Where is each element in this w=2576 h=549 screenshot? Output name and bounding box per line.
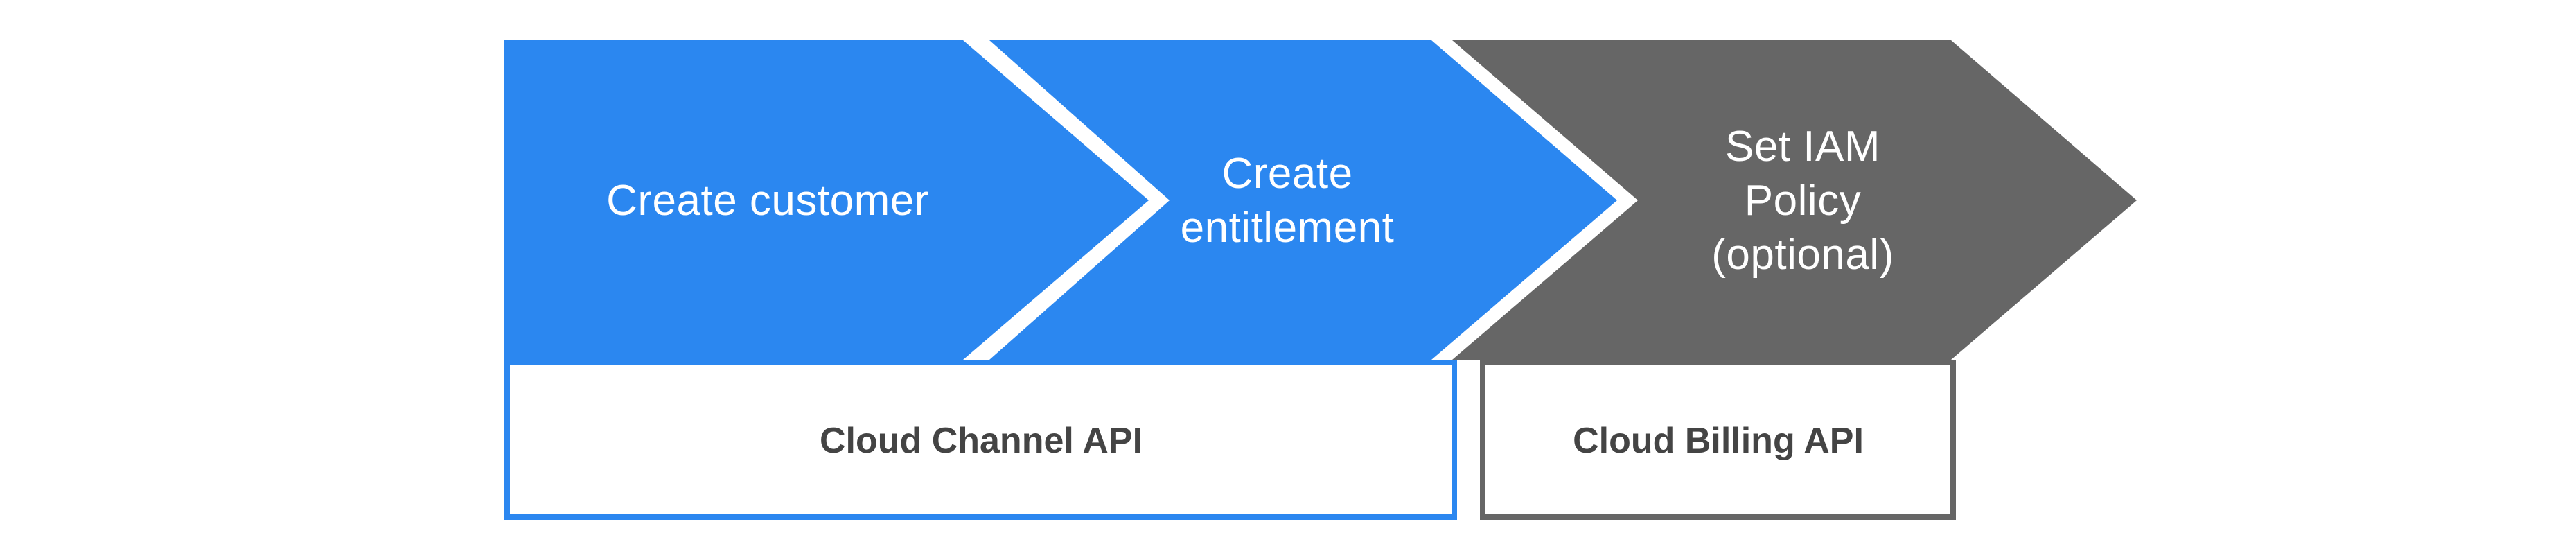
box-cloud-channel-api [504, 360, 1457, 520]
chevron-create-customer [504, 40, 1149, 360]
box-cloud-billing-api [1480, 360, 1956, 520]
chevron-create-entitlement [989, 40, 1617, 360]
chevron-set-iam-policy [1452, 40, 2137, 360]
